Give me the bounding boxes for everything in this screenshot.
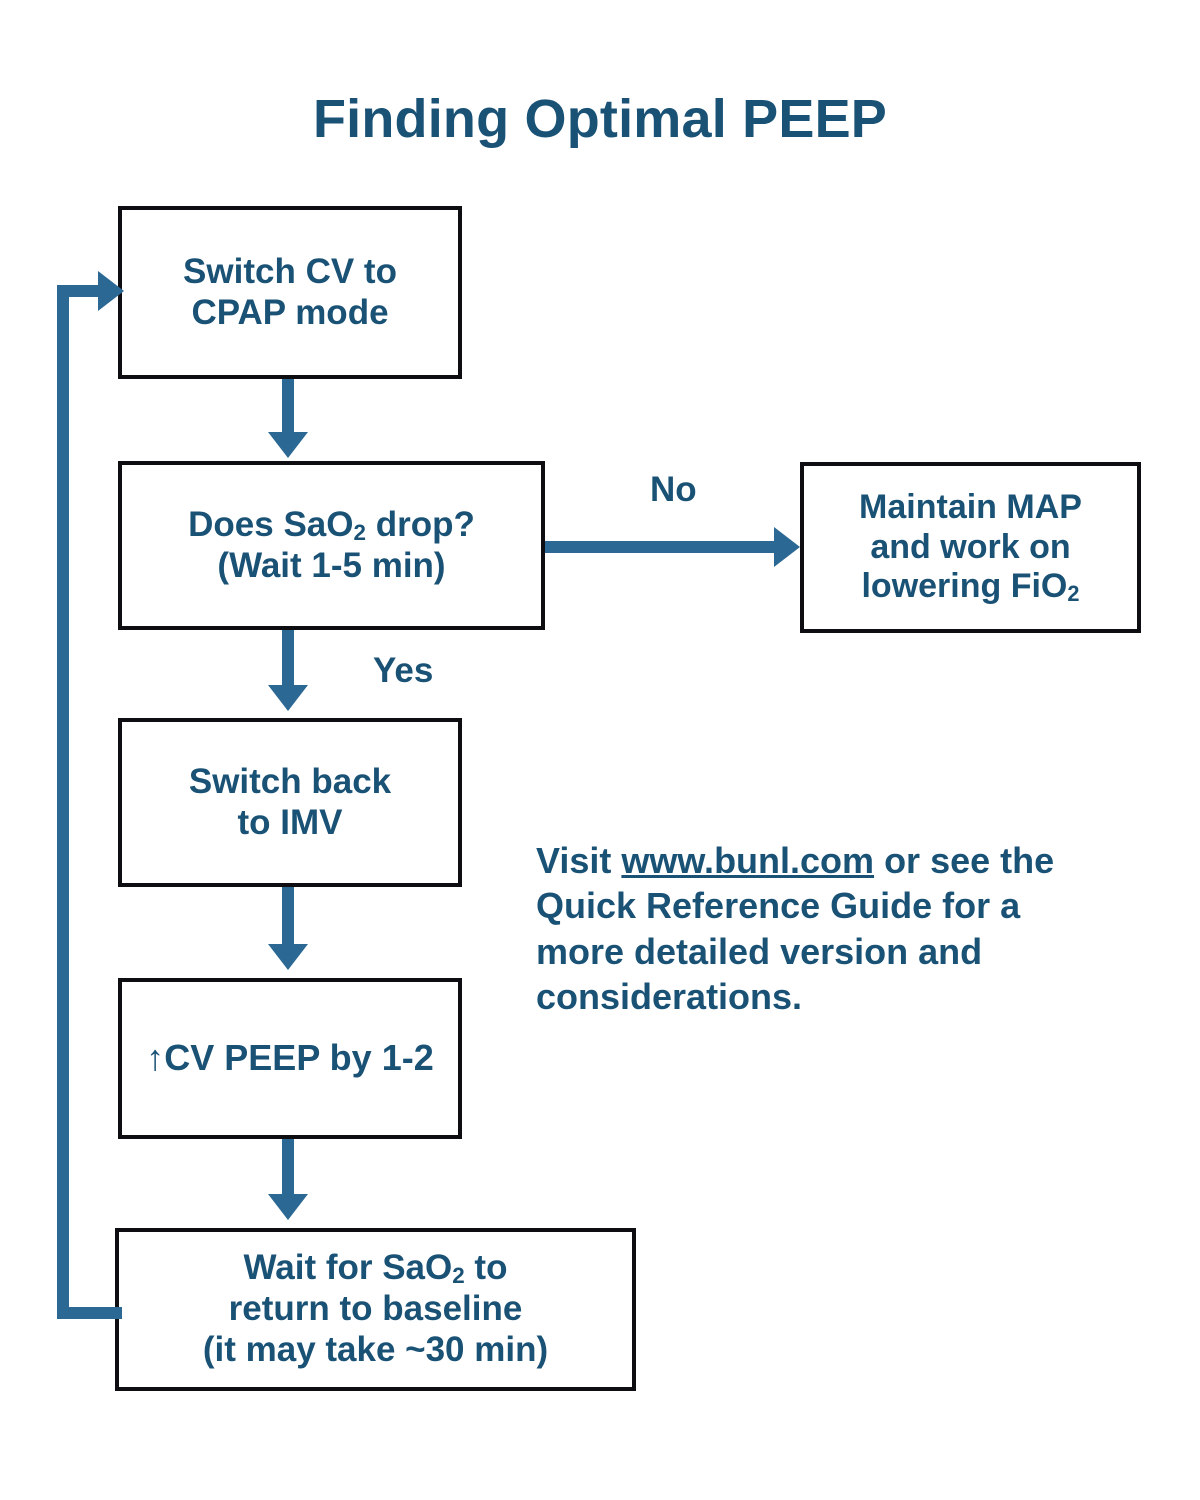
node-maintain-line1: Maintain MAP: [859, 487, 1082, 526]
edge-label-no: No: [650, 470, 697, 509]
node-maintain-line3-pre: lowering FiO: [861, 567, 1068, 606]
node-switch-cv-to-cpap: Switch CV to CPAP mode: [118, 206, 462, 379]
connector-loop-top-segment: [57, 285, 102, 297]
node-peep-line1: ↑CV PEEP by 1-2: [146, 1037, 434, 1079]
node-switch-back-to-imv: Switch back to IMV: [118, 718, 462, 887]
node-wait-line2: return to baseline: [228, 1289, 523, 1329]
connector-peep-to-wait-line: [282, 1139, 294, 1197]
reference-note-link[interactable]: www.bunl.com: [621, 840, 875, 881]
connector-imv-to-peep-line: [282, 887, 294, 947]
node-decision-line1-pre: Does SaO: [188, 504, 354, 544]
node-wait-line1-post: to: [464, 1248, 508, 1288]
reference-note-pre: Visit: [536, 840, 622, 881]
connector-loop-vertical-segment: [57, 285, 69, 1319]
edge-label-yes: Yes: [373, 651, 434, 690]
connector-yes-branch-arrowhead: [268, 685, 308, 711]
connector-loop-bottom-segment: [57, 1307, 122, 1319]
node-maintain-map: Maintain MAP and work on lowering FiO2: [800, 462, 1141, 633]
node-increase-cv-peep: ↑CV PEEP by 1-2: [118, 978, 462, 1139]
connector-cpap-to-decision-line: [282, 379, 294, 435]
node-imv-line1: Switch back: [188, 761, 392, 801]
connector-imv-to-peep-arrowhead: [268, 944, 308, 970]
node-wait-line1-sub: 2: [452, 1263, 465, 1289]
node-cpap-line1: Switch CV to: [183, 251, 397, 291]
reference-note: Visit www.bunl.com or see the Quick Refe…: [536, 838, 1116, 1019]
node-wait-for-sao2: Wait for SaO2 to return to baseline (it …: [115, 1228, 636, 1391]
connector-cpap-to-decision-arrowhead: [268, 432, 308, 458]
connector-no-branch-arrowhead: [774, 527, 800, 567]
reference-note-post: or see the Quick Reference Guide for a m…: [536, 840, 1055, 1018]
node-maintain-line3-sub: 2: [1067, 581, 1080, 607]
node-cpap-line2: CPAP mode: [191, 292, 389, 332]
node-decision-line1-sub: 2: [353, 519, 366, 545]
node-wait-line3: (it may take ~30 min): [202, 1329, 549, 1369]
node-maintain-line2: and work on: [870, 527, 1071, 566]
node-decision-line1-post: drop?: [365, 504, 475, 544]
node-decision-line2: (Wait 1-5 min): [217, 545, 446, 585]
connector-loop-arrowhead: [98, 271, 124, 311]
connector-no-branch-line: [545, 541, 778, 553]
page-title: Finding Optimal PEEP: [312, 89, 888, 149]
node-imv-line2: to IMV: [237, 802, 343, 842]
node-wait-line1-pre: Wait for SaO: [243, 1248, 453, 1288]
connector-peep-to-wait-arrowhead: [268, 1194, 308, 1220]
connector-yes-branch-line: [282, 630, 294, 688]
node-does-sao2-drop: Does SaO2 drop? (Wait 1-5 min): [118, 461, 545, 630]
